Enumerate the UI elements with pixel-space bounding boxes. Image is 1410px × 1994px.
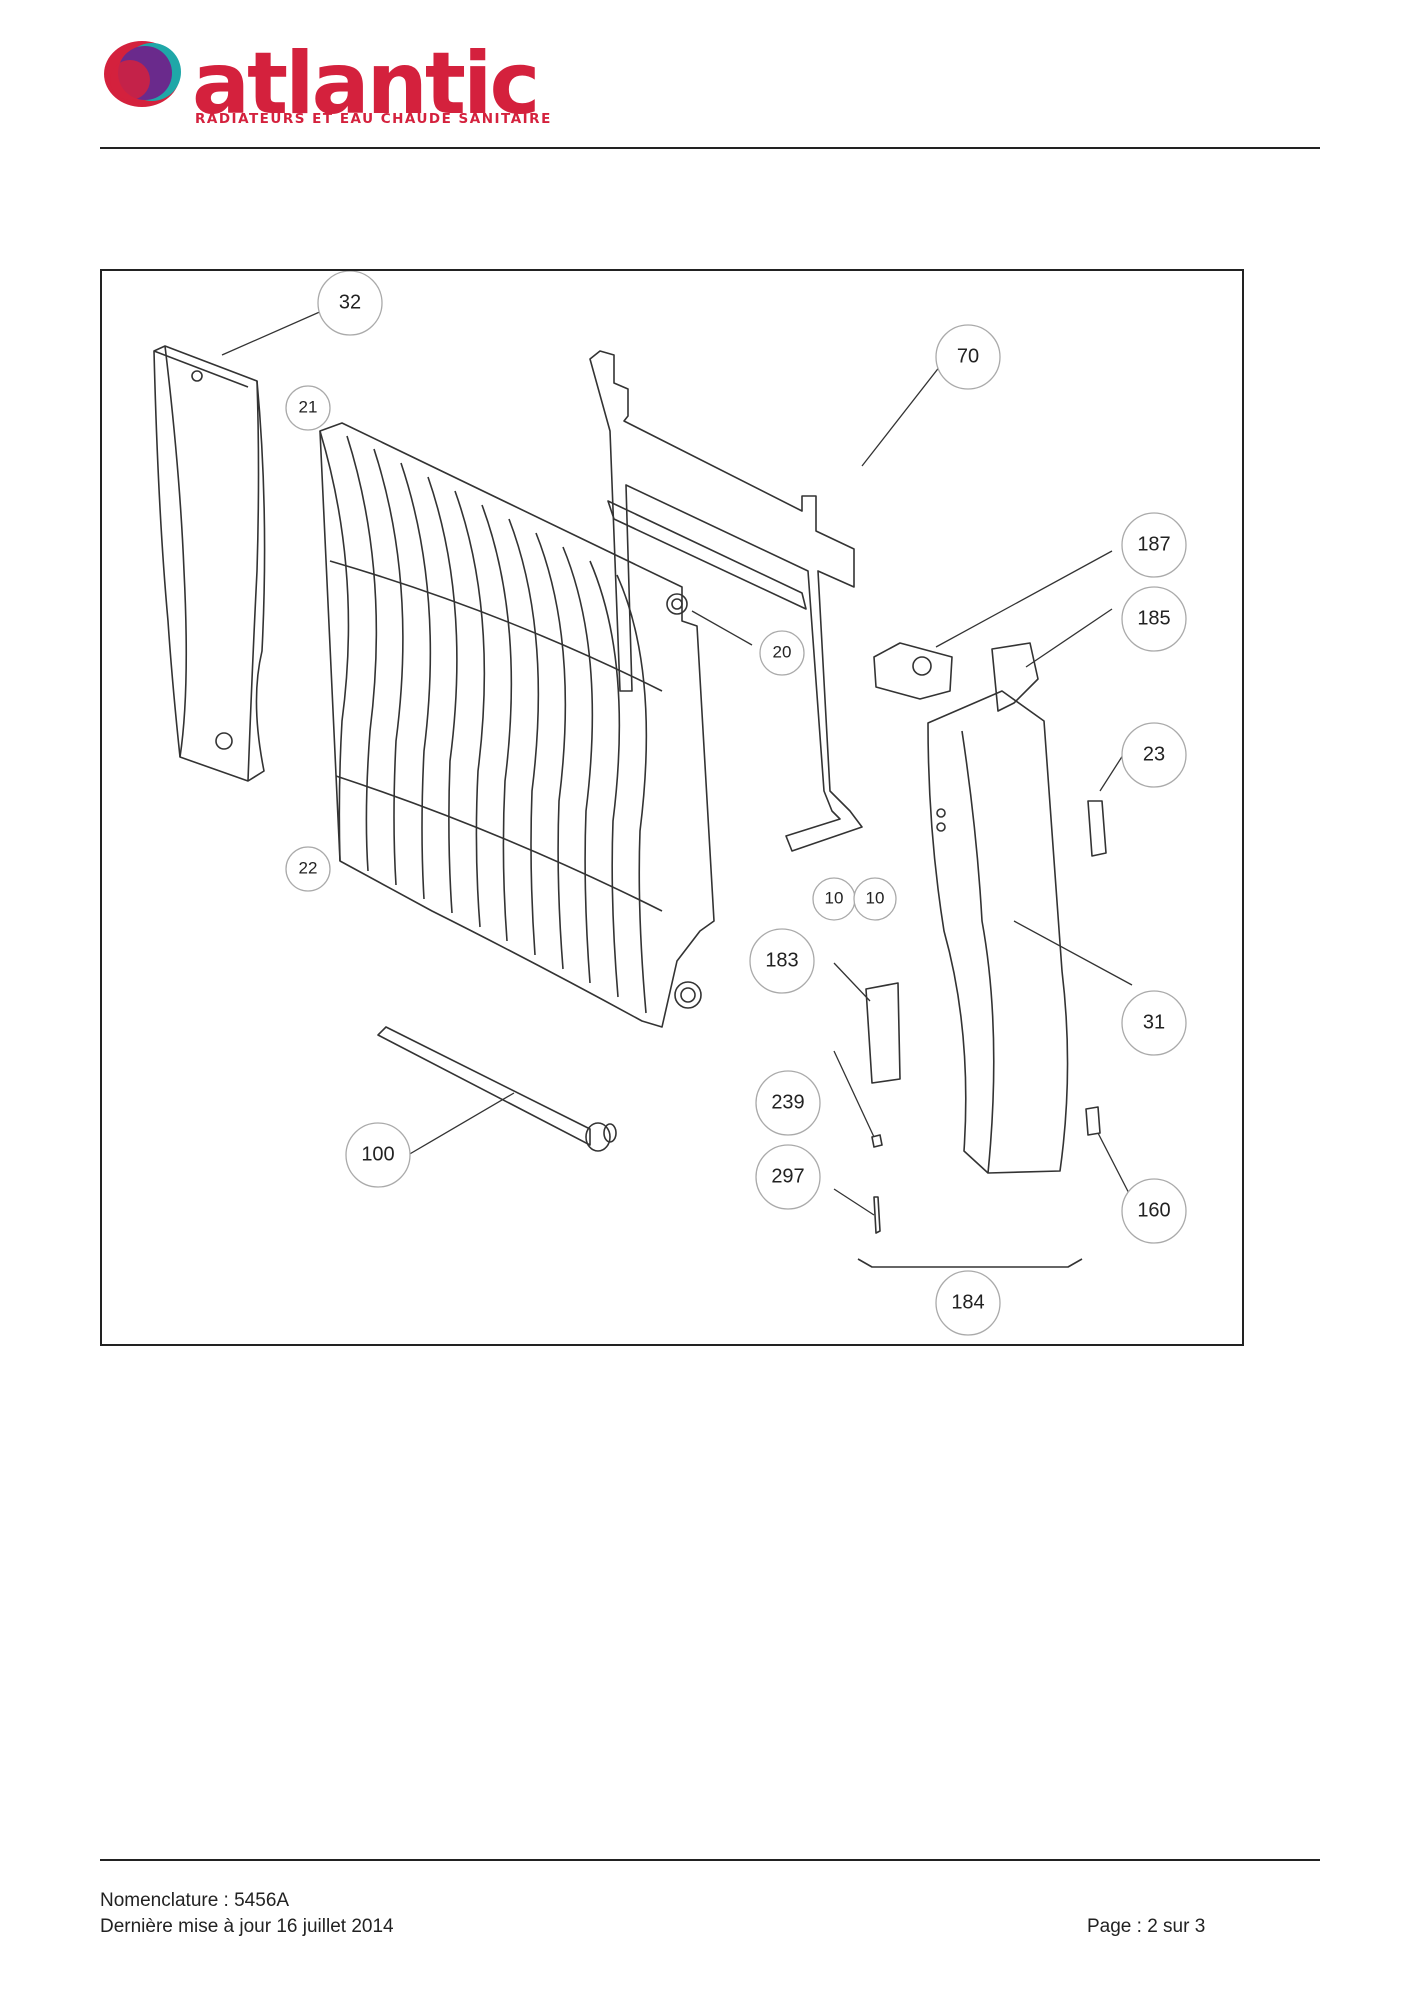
callout-31: 31 (1143, 1011, 1165, 1033)
last-updated-label: Dernière mise à jour 16 juillet 2014 (100, 1916, 394, 1937)
page-number: Page : 2 sur 3 (1087, 1916, 1206, 1937)
callout-183: 183 (765, 949, 798, 971)
header: atlantic RADIATEURS ET EAU CHAUDE SANITA… (100, 28, 1320, 148)
leader-lines (221, 302, 1137, 1216)
callout-70: 70 (957, 345, 979, 367)
switch-part (1085, 1106, 1101, 1136)
wall-bracket (589, 350, 863, 852)
callout-20: 20 (773, 642, 792, 661)
probe-part (873, 1196, 881, 1234)
callout-32: 32 (339, 291, 361, 313)
callout-10-b: 10 (866, 888, 885, 907)
callout-187: 187 (1137, 533, 1170, 555)
callout-10-a: 10 (825, 888, 844, 907)
callout-297: 297 (771, 1165, 804, 1187)
callout-160: 160 (1137, 1199, 1170, 1221)
heating-element (377, 1026, 617, 1152)
callout-239: 239 (771, 1091, 804, 1113)
footer-divider (100, 1859, 1320, 1861)
parts-drawing: 32 21 70 187 185 20 23 22 10 10 183 31 2… (153, 271, 1187, 1336)
control-box (873, 642, 953, 700)
callout-185: 185 (1137, 607, 1170, 629)
callout-100: 100 (361, 1143, 394, 1165)
thermostat-part (1087, 800, 1107, 857)
electronic-board (865, 982, 901, 1084)
atlantic-logo-icon (104, 41, 181, 107)
brand-tagline: RADIATEURS ET EAU CHAUDE SANITAIRE (195, 111, 552, 127)
header-divider (100, 147, 1320, 149)
brand-name: atlantic (192, 34, 540, 134)
callout-22: 22 (299, 858, 318, 877)
group-brace (857, 1258, 1083, 1268)
callout-23: 23 (1143, 743, 1165, 765)
left-side-cover (153, 345, 266, 782)
callout-184: 184 (951, 1291, 984, 1313)
exploded-parts-diagram: 32 21 70 187 185 20 23 22 10 10 183 31 2… (100, 269, 1244, 1346)
nomenclature-label: Nomenclature : 5456A (100, 1890, 290, 1911)
radiator-body (319, 422, 715, 1028)
sensor-part (871, 1134, 883, 1148)
right-side-cover (927, 642, 1069, 1174)
callout-21: 21 (299, 397, 318, 416)
